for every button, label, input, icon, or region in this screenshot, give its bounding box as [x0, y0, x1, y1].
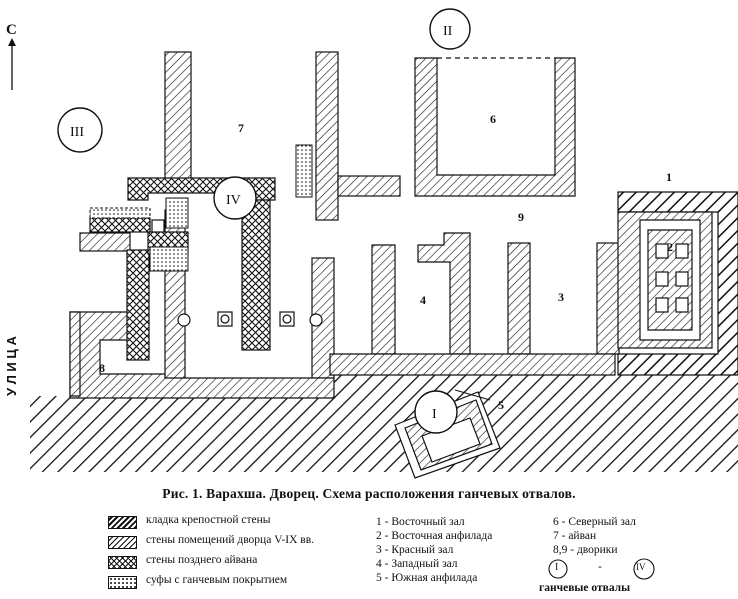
key-3: 3 - Красный зал [376, 544, 454, 556]
key-6: 6 - Северный зал [553, 516, 636, 528]
room-3-label: 3 [558, 290, 564, 304]
figure-caption: Рис. 1. Варахша. Дворец. Схема расположе… [162, 486, 576, 501]
room-9-label: 9 [518, 210, 524, 224]
column-bases [151, 219, 323, 327]
dump-3-label: III [70, 125, 84, 140]
dump-1-circle [414, 390, 458, 434]
room-6-label: 6 [490, 112, 496, 126]
key-dash: - [598, 561, 602, 573]
legend-swatch-sufa [108, 576, 137, 589]
key-2: 2 - Восточная анфилада [376, 530, 493, 542]
legend-text-late-ayvan: стены позднего айвана [146, 554, 258, 566]
legend-text-sufa: суфы с ганчевым покрытием [146, 574, 288, 586]
key-dump-from: I [555, 562, 559, 573]
room-7-label: 7 [238, 121, 244, 135]
room-4-label: 4 [420, 293, 426, 307]
room-2-label: 2 [667, 240, 673, 254]
room-4-3-walls [329, 232, 620, 376]
room-1-label: 1 [666, 170, 672, 184]
legend-text-palace: стены помещений дворца V-IX вв. [146, 534, 315, 546]
key-7: 7 - айван [553, 530, 597, 542]
key-89: 8,9 - дворики [553, 544, 618, 556]
north-label: С [6, 22, 17, 38]
dump-3-circle [57, 107, 103, 153]
dump-1-label: I [432, 407, 437, 422]
dump-circles [57, 8, 471, 434]
room-2-walls [617, 211, 713, 349]
dump-2-circle [429, 8, 471, 50]
key-dump-range [548, 558, 655, 580]
room-5-label: 5 [498, 398, 504, 412]
north-arrow: С [6, 22, 17, 90]
legend-swatch-late-ayvan [108, 556, 137, 569]
key-1: 1 - Восточный зал [376, 516, 465, 528]
dump-2-label: II [443, 24, 453, 39]
palace-plan: С [6, 8, 738, 479]
room-5-walls [394, 389, 501, 479]
room-6-walls [414, 57, 576, 197]
key-5: 5 - Южная анфилада [376, 572, 478, 584]
key-dumps-text: ганчевые отвалы [539, 582, 631, 594]
late-ayvan-walls [89, 177, 276, 361]
street-label: У Л И Ц А [4, 336, 19, 396]
legend-text-fortress: кладка крепостной стены [146, 514, 271, 526]
legend-swatch-fortress [108, 516, 137, 529]
sufa-areas [89, 144, 313, 272]
fortress-ground [30, 375, 738, 472]
dump-4-label: IV [226, 193, 241, 208]
key-4: 4 - Западный зал [376, 558, 458, 570]
dump-4-circle [213, 176, 257, 220]
key-dump-to: IV [636, 562, 646, 572]
legend-swatch-palace [108, 536, 137, 549]
room-8-label: 8 [99, 361, 105, 375]
